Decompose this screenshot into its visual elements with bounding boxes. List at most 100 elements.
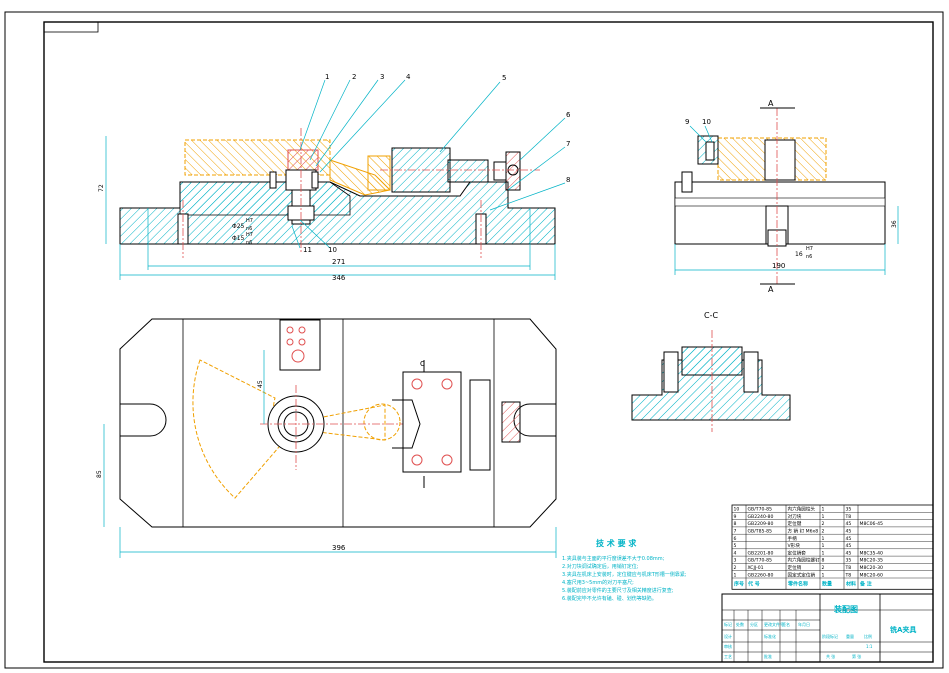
dim-front-height: 72 — [98, 184, 105, 192]
dim-side-16: 16 — [795, 251, 803, 258]
bom-cell-qty: 1 — [822, 550, 825, 556]
callout-5: 5 — [502, 74, 506, 82]
view-label-a-bottom: A — [768, 285, 774, 294]
bom-cell-no: 5 — [734, 543, 737, 549]
bom-cell-note: M8C20-30 — [860, 565, 884, 571]
callout-10-side: 10 — [702, 118, 711, 126]
dim-front-n6: n6 — [246, 226, 252, 232]
dim-side-190: 190 — [772, 262, 785, 270]
bom-cell-note: M8C20-60 — [860, 572, 884, 578]
bom-cell-name: 对刀块 — [788, 513, 802, 520]
bom-cell-no: 6 — [734, 536, 737, 542]
bom-cell-note: M8C06-45 — [860, 521, 884, 527]
bom-cell-name: V形块 — [788, 542, 801, 549]
bom-cell-material: 45 — [846, 529, 852, 535]
bom-cell-no: 8 — [734, 521, 737, 527]
bom-cell-code: GB2201-80 — [748, 550, 774, 556]
bom-cell-qty: 1 — [822, 543, 825, 549]
dim-plan-396: 396 — [332, 544, 346, 552]
bom-cell-qty: 1 — [822, 536, 825, 542]
bom-cell-material: 45 — [846, 550, 852, 556]
dim-front-h7: H7 — [246, 218, 253, 224]
drawing-frame — [43, 21, 934, 663]
tb-ratio: 1:1 — [866, 644, 873, 649]
dim-side-n6: n6 — [806, 254, 812, 260]
bom-frame — [731, 504, 934, 590]
title-block: 装配图 铣A夹具 标记 处数 分区 更改文件号 签名 年月日 设计 标准化 阶段… — [721, 593, 934, 663]
bom-cell-qty: 1 — [822, 572, 825, 578]
tech-line: 1.夹具装与主面的平行度误差不大于0.08mm; — [562, 555, 665, 562]
tb-mark: 标记 — [724, 621, 732, 627]
bom-cell-note: M8C20-35 — [860, 558, 884, 564]
bom-cell-material: 35 — [846, 558, 852, 564]
dim-front-n6b: n6 — [246, 240, 252, 246]
plan-view — [103, 318, 557, 558]
bom-header: 备 注 — [859, 581, 872, 588]
bom-cell-name: 定位销 — [788, 564, 802, 571]
tb-sheets: 共 张 — [826, 653, 835, 659]
bom-cell-no: 10 — [734, 507, 740, 513]
tech-line: 3.夹具在机床上安装时，定位键应与机床T形槽一侧靠紧; — [562, 571, 687, 578]
dim-front-phi2: Φ15 — [232, 235, 245, 242]
bom-cell-no: 4 — [734, 550, 737, 556]
drawing-name: 装配图 — [833, 604, 858, 614]
callout-6: 6 — [566, 111, 571, 119]
bom-cell-material: T8 — [845, 572, 852, 578]
bom-cell-qty: 2 — [822, 529, 825, 535]
bom-cell-code: GB/T70-85 — [748, 507, 772, 513]
tech-heading: 技 术 要 求 — [596, 538, 637, 548]
bom-header: 代 号 — [747, 581, 760, 588]
bom-cell-qty: 2 — [822, 565, 825, 571]
front-view — [105, 79, 566, 280]
tb-stage: 阶段标记 — [822, 633, 838, 639]
bom-cell-code: GB/T85-85 — [748, 529, 772, 535]
bom-cell-code: GB2240-80 — [748, 514, 774, 520]
section-label: C-C — [704, 311, 718, 320]
bom-cell-code: GB2260-80 — [748, 572, 774, 578]
section-c-c — [631, 330, 791, 432]
tb-zone: 分区 — [750, 621, 758, 627]
callout-10: 10 — [328, 246, 337, 254]
callout-3: 3 — [380, 73, 384, 81]
bom-cell-material: 45 — [846, 543, 852, 549]
part-name: 铣A夹具 — [889, 625, 916, 634]
tb-date: 年月日 — [798, 621, 810, 627]
tb-sheet: 第 张 — [852, 653, 861, 659]
dim-front-346: 346 — [332, 274, 346, 282]
bom-cell-name: 内六角圆柱螺钉 — [788, 557, 821, 564]
bom-header: 材料 — [846, 581, 856, 588]
callout-1: 1 — [325, 73, 329, 81]
callout-2: 2 — [352, 73, 356, 81]
callout-9: 9 — [685, 118, 689, 126]
bom-cell-no: 1 — [734, 572, 737, 578]
tb-review: 审核 — [724, 643, 732, 649]
bom-cell-no: 2 — [734, 565, 737, 571]
dim-side-right: 36 — [891, 220, 898, 228]
bom-cell-code: GB/T70-85 — [748, 558, 772, 564]
tb-process: 工艺 — [724, 654, 732, 659]
callout-8: 8 — [566, 176, 570, 184]
bom-cell-qty: 2 — [822, 521, 825, 527]
bom-header: 数量 — [822, 581, 832, 588]
bom-cell-no: 3 — [734, 558, 737, 564]
tech-line: 5.装配前应对零件的主要尺寸及相关精度进行复查; — [562, 587, 674, 594]
dim-side-h7: H7 — [806, 246, 813, 252]
bom-cell-name: 手柄 — [788, 535, 798, 542]
callout-4: 4 — [406, 73, 411, 81]
bom-cell-material: 45 — [846, 536, 852, 542]
section-mark-c: C — [420, 360, 425, 368]
bom-cell-no: 7 — [734, 529, 737, 535]
view-label-a-top: A — [768, 99, 774, 108]
tb-scale: 比例 — [864, 633, 872, 639]
dim-front-271: 271 — [332, 258, 345, 266]
bom-cell-material: 45 — [846, 521, 852, 527]
dim-plan-left: 45 — [257, 380, 264, 388]
bom-cell-name: 固定式定位销 — [788, 571, 816, 578]
tb-sign: 签名 — [782, 621, 790, 627]
bom-cell-qty: 8 — [822, 558, 825, 564]
callout-7: 7 — [566, 140, 570, 148]
bom-cell-note: M8C35-40 — [860, 550, 884, 556]
bom-cell-qty: 1 — [822, 514, 825, 520]
bom-cell-material: T8 — [845, 565, 852, 571]
